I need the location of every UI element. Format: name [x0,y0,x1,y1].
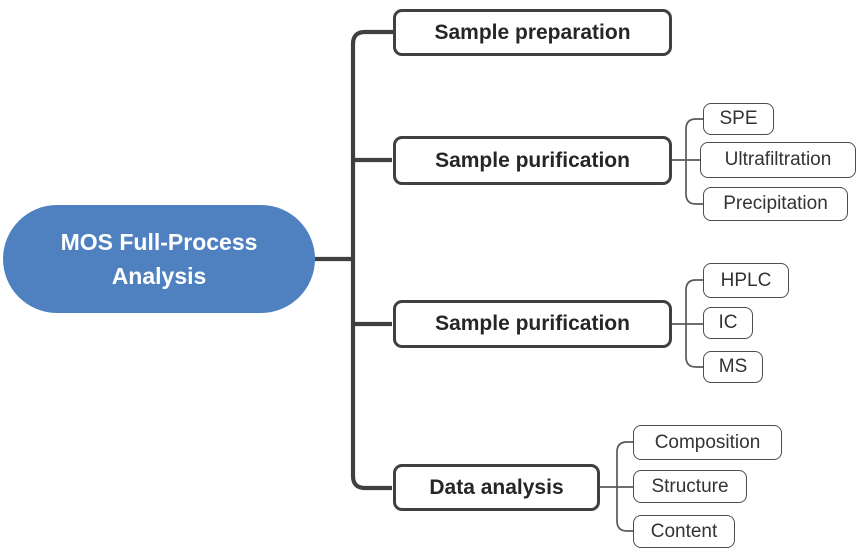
leaf-label: Content [650,520,718,542]
branch3-leaf-connector [685,279,703,368]
leaf-node-hplc: HPLC [703,263,789,298]
leaf-node-structure: Structure [633,470,747,503]
trunk-connector [350,29,394,491]
branch-node-sample-preparation: Sample preparation [393,9,672,56]
branch4-leaf-connector [616,441,633,532]
branch-label: Data analysis [429,475,564,499]
leaf-node-composition: Composition [633,425,782,460]
leaf-label: Ultrafiltration [724,149,832,170]
leaf-node-precipitation: Precipitation [703,187,848,221]
leaf-node-content: Content [633,515,735,548]
leaf-label: HPLC [720,269,772,291]
branch-node-data-analysis: Data analysis [393,464,600,511]
root-node: MOS Full-Process Analysis [3,205,315,313]
leaf-label: Precipitation [723,193,828,214]
leaf-label: IC [718,312,738,333]
branch2-leaf-connector [685,118,703,205]
branch-label: Sample preparation [434,20,631,44]
leaf-label: SPE [719,108,758,129]
root-node-label: MOS Full-Process Analysis [60,229,258,289]
branch-label: Sample purification [435,148,630,172]
branch-node-sample-purification-2: Sample purification [393,300,672,348]
leaf-label: MS [718,356,748,377]
branch-node-sample-purification-1: Sample purification [393,136,672,185]
leaf-node-ms: MS [703,351,763,383]
branch-label: Sample purification [435,312,630,335]
leaf-label: Structure [651,475,729,497]
leaf-node-ultrafiltration: Ultrafiltration [700,142,856,178]
leaf-node-ic: IC [703,307,753,339]
leaf-node-spe: SPE [703,103,774,135]
leaf-label: Composition [654,431,761,453]
